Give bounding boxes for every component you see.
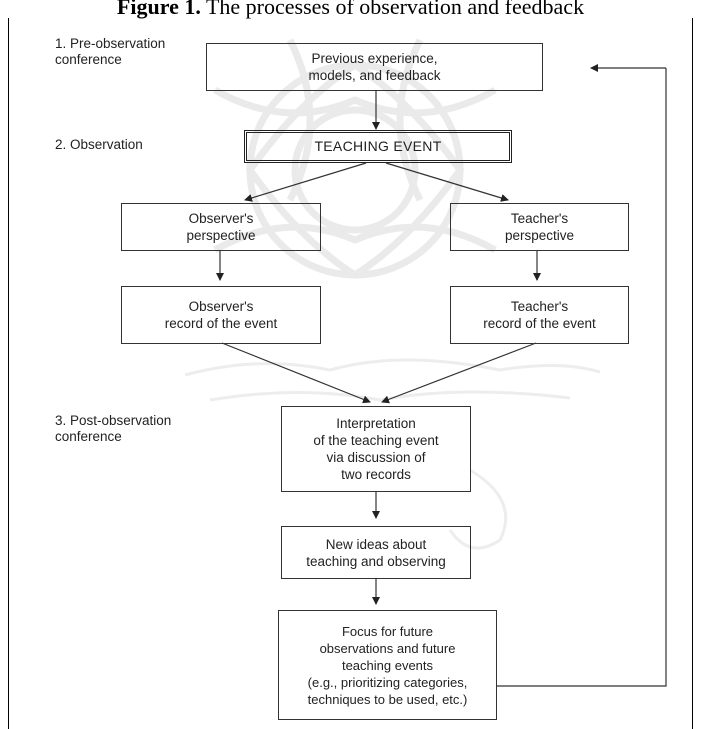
stage-label-pre-observation: 1. Pre-observation conference <box>55 36 166 67</box>
arrow-event-to-teacher <box>385 162 509 202</box>
stage-label-observation: 2. Observation <box>55 137 143 152</box>
box-teaching-event-text: TEACHING EVENT <box>314 138 442 154</box>
arrow-event-to-observer <box>244 162 367 202</box>
arrow-teacher-record-to-interpretation <box>381 342 537 404</box>
box-observer-perspective-text: Observer's perspective <box>186 211 256 243</box>
box-teacher-record-text: Teacher's record of the event <box>483 299 596 331</box>
box-new-ideas-text: New ideas about teaching and observing <box>306 536 446 569</box>
box-observer-record-text: Observer's record of the event <box>164 299 278 331</box>
stage-label-post-observation: 3. Post-observation conference <box>55 413 172 444</box>
box-teacher-record: Teacher's record of the event <box>450 286 629 344</box>
box-focus-text: Focus for future observations and future… <box>307 623 468 707</box>
box-previous-experience: Previous experience, models, and feedbac… <box>206 43 543 91</box>
box-previous-experience-text: Previous experience, models, and feedbac… <box>308 51 441 83</box>
box-new-ideas: New ideas about teaching and observing <box>281 526 471 579</box>
box-interpretation: Interpretation of the teaching event via… <box>281 406 471 492</box>
arrow-observer-record-to-interpretation <box>221 342 371 404</box>
figure-caption-prefix: Figure 1. <box>116 0 201 19</box>
box-teaching-event: TEACHING EVENT <box>244 130 512 163</box>
arrow-feedback-loop <box>497 68 667 687</box>
box-interpretation-text: Interpretation of the teaching event via… <box>313 416 439 482</box>
box-observer-perspective: Observer's perspective <box>121 203 321 251</box>
box-teacher-perspective: Teacher's perspective <box>450 203 629 251</box>
box-focus: Focus for future observations and future… <box>278 610 497 720</box>
figure-frame <box>8 18 693 729</box>
figure-caption-text: The processes of observation and feedbac… <box>200 0 585 19</box>
box-observer-record: Observer's record of the event <box>121 286 321 344</box>
figure-caption: Figure 1. The processes of observation a… <box>0 0 701 20</box>
box-teacher-perspective-text: Teacher's perspective <box>504 211 575 243</box>
